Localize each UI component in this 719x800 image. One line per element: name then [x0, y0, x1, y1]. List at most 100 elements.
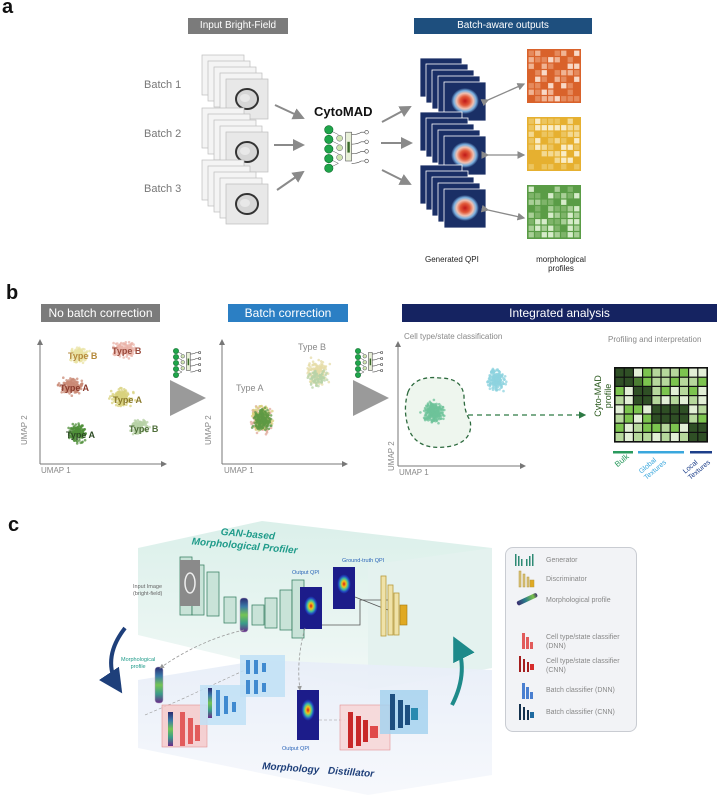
- input-image-label: Input Image (bright-field): [133, 584, 162, 598]
- network-node: [362, 360, 367, 365]
- data-point: [118, 401, 122, 405]
- heatmap-cell: [698, 387, 707, 395]
- morph-profile-line2: profile: [130, 664, 146, 670]
- data-point: [269, 417, 273, 421]
- data-point: [425, 418, 428, 421]
- cell-classifier-cnn-icon: [514, 655, 540, 673]
- profile-cell: [561, 232, 567, 238]
- data-point: [132, 343, 135, 346]
- data-point: [74, 434, 78, 438]
- data-point: [129, 353, 132, 357]
- data-point: [122, 356, 125, 359]
- heatmap-cell: [698, 377, 707, 386]
- profile-cell: [567, 63, 573, 69]
- data-point: [267, 411, 270, 415]
- data-point: [83, 438, 87, 442]
- data-point: [254, 423, 258, 427]
- dashed-link: [297, 627, 306, 691]
- profile-cell: [535, 118, 541, 124]
- profile-cell: [554, 125, 560, 131]
- data-point: [307, 374, 310, 378]
- data-point: [76, 426, 79, 430]
- arrow: [274, 104, 305, 120]
- generator-layer: [279, 589, 293, 631]
- profile-cell: [574, 157, 580, 163]
- profile-cell: [548, 144, 554, 150]
- scatter-cluster: [129, 418, 151, 436]
- data-point: [255, 431, 259, 435]
- heatmap-cell: [670, 405, 679, 414]
- data-point: [488, 387, 492, 391]
- cnn-layer: [348, 712, 353, 748]
- data-point: [128, 397, 131, 400]
- network-node: [173, 354, 179, 360]
- cnn-layer: [356, 716, 361, 746]
- profile-cell: [528, 131, 534, 137]
- data-point: [73, 424, 76, 428]
- heatmap-cell: [661, 423, 670, 432]
- data-point: [76, 351, 80, 354]
- profile-cell: [561, 76, 567, 82]
- output-node: [198, 357, 202, 360]
- data-point: [322, 369, 326, 372]
- profile-cell: [541, 225, 547, 231]
- heatmap-cell: [689, 414, 698, 423]
- profile-cell: [567, 118, 573, 124]
- data-point: [80, 424, 84, 428]
- heatmap-cell: [624, 396, 633, 405]
- data-point: [127, 357, 131, 360]
- umap-plots: [37, 339, 712, 469]
- data-point: [84, 352, 87, 356]
- data-point: [75, 387, 79, 391]
- profile-cell: [561, 96, 567, 102]
- network-node: [180, 360, 185, 365]
- profile-cell: [528, 199, 534, 205]
- generator-layer: [264, 597, 278, 629]
- heatmap-cell: [652, 433, 661, 441]
- heatmap-cell: [624, 414, 633, 423]
- profile-cell: [548, 151, 554, 157]
- data-point: [249, 420, 253, 424]
- heatmap-cell: [643, 414, 652, 423]
- profile-cell: [548, 131, 554, 137]
- input-image-line1: Input Image: [133, 584, 163, 590]
- legend-discriminator-label: Discriminator: [546, 576, 587, 583]
- profile-cell: [528, 76, 534, 82]
- data-point: [115, 395, 118, 399]
- profile-cell: [528, 138, 534, 144]
- output-qpi-bottom-cell: [301, 699, 315, 721]
- profile-cell: [554, 212, 560, 218]
- data-point: [142, 421, 145, 425]
- data-point: [311, 386, 314, 389]
- heatmap-cell: [680, 368, 688, 377]
- profile-cell: [561, 193, 567, 199]
- data-point: [136, 432, 140, 435]
- data-point: [438, 417, 441, 421]
- profile-cell: [535, 83, 541, 89]
- data-point: [114, 342, 118, 346]
- profile-cell: [528, 63, 534, 69]
- data-point: [83, 348, 86, 351]
- data-point: [502, 376, 505, 380]
- data-point: [435, 405, 439, 409]
- data-point: [437, 402, 441, 406]
- profile-cell: [554, 118, 560, 124]
- data-point: [269, 426, 273, 430]
- profile-cell: [528, 157, 534, 163]
- data-point: [319, 360, 323, 363]
- data-point: [264, 410, 267, 413]
- profile-cell: [567, 164, 573, 170]
- profile-cell: [528, 50, 534, 56]
- dnn-layer: [168, 712, 173, 746]
- data-point: [125, 355, 128, 358]
- data-point: [495, 389, 499, 392]
- data-point: [440, 411, 444, 415]
- profile-cell: [535, 186, 541, 192]
- discriminator-icon: [514, 570, 540, 588]
- legend-batch-dnn-label: Batch classifier (DNN): [546, 687, 615, 694]
- data-point: [111, 398, 114, 401]
- batch-correction-header: Batch correction: [228, 304, 348, 322]
- data-point: [131, 422, 135, 426]
- data-point: [441, 405, 445, 409]
- data-point: [315, 384, 318, 388]
